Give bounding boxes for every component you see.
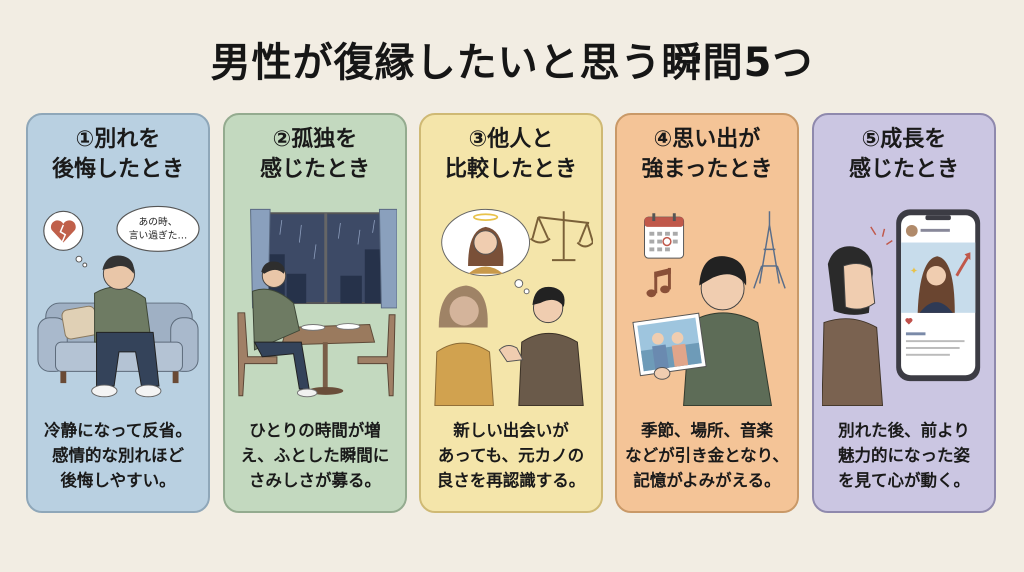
desc-line: 良さを再認識する。 [436, 471, 586, 490]
card-description: ひとりの時間が増 え、ふとした瞬間に さみしさが募る。 [233, 418, 397, 493]
desc-line: 季節、場所、音楽 [641, 421, 773, 440]
illustration-comparison [429, 203, 593, 408]
tower-icon [753, 211, 786, 289]
scales-icon [529, 211, 593, 262]
card-memories: ④思い出が 強まったとき [615, 113, 799, 513]
desc-line: あっても、元カノの [437, 446, 585, 465]
music-note-icon [646, 267, 671, 298]
page-title: 男性が復縁したいと思う瞬間5つ [210, 40, 814, 86]
card-description: 冷静になって反省。 感情的な別れほど 後悔しやすい。 [36, 418, 200, 493]
desc-line: 魅力的になった姿 [838, 446, 970, 465]
card-heading: ③他人と 比較したとき [421, 125, 601, 185]
card-heading-line: 感じたとき [259, 157, 370, 182]
desc-line: 別れた後、前より [838, 421, 970, 440]
card-heading-line: 後悔したとき [51, 157, 184, 182]
desc-line: 冷静になって反省。 [44, 421, 192, 440]
desc-line: え、ふとした瞬間に [240, 446, 390, 465]
svg-text:✦: ✦ [910, 266, 918, 277]
heart-icon [905, 318, 913, 325]
card-heading: ②孤独を 感じたとき [225, 125, 405, 185]
desc-line: 記憶がよみがえる。 [633, 471, 781, 490]
card-comparison: ③他人と 比較したとき [419, 113, 603, 513]
illustration-man-on-sofa: あの時、 言い過ぎた… [36, 203, 200, 408]
desc-line: さみしさが募る。 [249, 471, 381, 490]
desc-line: などが引き金となり、 [625, 446, 789, 465]
card-growth: ⑤成長を 感じたとき ✦ [812, 113, 996, 513]
illustration-man-with-photo [625, 203, 789, 408]
broken-heart-icon [43, 210, 88, 268]
desc-line: を見て心が動く。 [838, 471, 970, 490]
card-heading-line: 比較したとき [444, 157, 577, 182]
card-heading-line: ③他人と [468, 127, 554, 152]
illustration-man-eating-alone [233, 203, 397, 408]
card-heading-line: ①別れを [75, 127, 161, 152]
desc-line: 新しい出会いが [453, 421, 569, 440]
calendar-icon [644, 213, 685, 259]
illustration-man-looking-at-phone: ✦ [822, 203, 986, 408]
card-loneliness: ②孤独を 感じたとき [223, 113, 407, 513]
card-heading-line: ④思い出が [653, 127, 761, 152]
thought-cloud: あの時、 言い過ぎた… [116, 205, 200, 252]
desc-line: 感情的な別れほど [52, 446, 184, 465]
card-heading-line: ⑤成長を [861, 127, 947, 152]
smartphone-icon: ✦ [896, 209, 981, 382]
card-description: 別れた後、前より 魅力的になった姿 を見て心が動く。 [822, 418, 986, 493]
desc-line: ひとりの時間が増 [249, 421, 381, 440]
card-heading: ⑤成長を 感じたとき [814, 125, 994, 185]
couple-photo [632, 312, 707, 377]
card-heading-line: 強まったとき [641, 157, 773, 182]
bubble-text: 言い過ぎた… [129, 229, 188, 242]
card-heading-line: ②孤独を [272, 127, 358, 152]
card-heading: ④思い出が 強まったとき [617, 125, 797, 185]
desc-line: 後悔しやすい。 [60, 471, 176, 490]
card-regret: ①別れを 後悔したとき あの時、 言い過ぎた… [26, 113, 210, 513]
card-description: 新しい出会いが あっても、元カノの 良さを再認識する。 [429, 418, 593, 493]
card-heading-line: 感じたとき [848, 157, 959, 182]
card-description: 季節、場所、音楽 などが引き金となり、 記憶がよみがえる。 [625, 418, 789, 493]
bubble-text: あの時、 [139, 216, 178, 228]
card-heading: ①別れを 後悔したとき [28, 125, 208, 185]
